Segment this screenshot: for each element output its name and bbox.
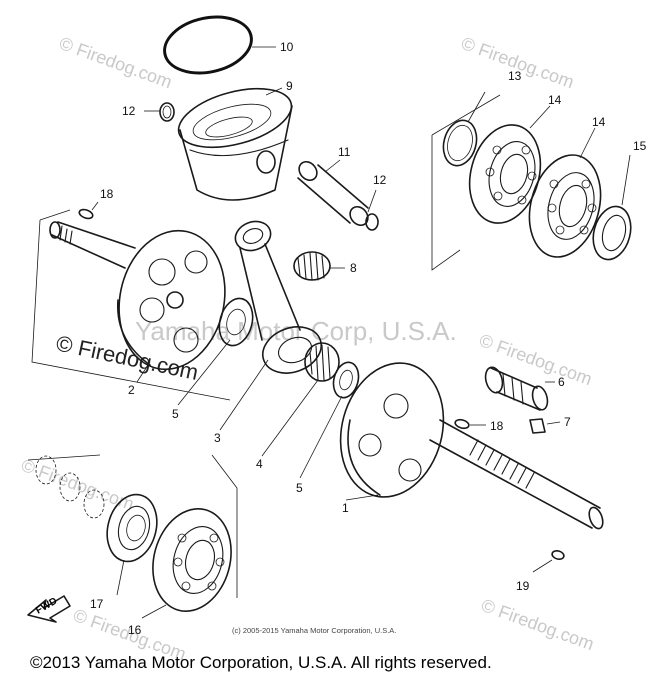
piston-ring bbox=[163, 15, 253, 75]
watermark-text: © Firedog.com bbox=[57, 33, 175, 92]
oil-seal-lower bbox=[106, 493, 158, 563]
callout-label: 10 bbox=[280, 40, 294, 54]
watermark-layer: © Firedog.com © Firedog.com © Firedog.co… bbox=[19, 33, 597, 664]
callout-label: 5 bbox=[172, 407, 179, 421]
assembly-outlines bbox=[27, 94, 501, 598]
watermark-text: © Firedog.com bbox=[459, 33, 577, 92]
forward-arrow-label: FWD bbox=[34, 596, 59, 617]
bearing-upper-a bbox=[468, 124, 542, 224]
big-end-bearing bbox=[304, 342, 340, 382]
callout-label: 6 bbox=[558, 375, 565, 389]
bearing-lower bbox=[152, 508, 232, 612]
crank-left-outline bbox=[31, 219, 231, 401]
oil-seal-upper bbox=[592, 205, 632, 261]
thrust-washer-right bbox=[332, 361, 360, 399]
callout-label: 3 bbox=[214, 431, 221, 445]
callout-label: 17 bbox=[90, 597, 104, 611]
watermark-text: © Firedog.com bbox=[19, 455, 137, 514]
bearing-upper-b bbox=[528, 154, 602, 258]
callout-label: 15 bbox=[633, 139, 647, 153]
bearing-group-outline bbox=[431, 135, 461, 271]
callout-label: 1 bbox=[342, 501, 349, 515]
callout-label: 7 bbox=[564, 415, 571, 429]
callout-label: 18 bbox=[490, 419, 504, 433]
callout-label: 2 bbox=[128, 383, 135, 397]
footer-copyright: ©2013 Yamaha Motor Corporation, U.S.A. A… bbox=[30, 653, 492, 672]
forward-arrow-icon: FWD bbox=[27, 595, 71, 623]
leader-lines bbox=[91, 46, 631, 619]
crank-wheel-left bbox=[49, 221, 226, 371]
watermark-text: © Firedog.com bbox=[479, 595, 597, 654]
callout-label: 19 bbox=[516, 579, 530, 593]
inner-copyright: (c) 2005-2015 Yamaha Motor Corporation, … bbox=[232, 626, 396, 635]
watermark-text: © Firedog.com bbox=[477, 330, 595, 389]
callout-label: 12 bbox=[373, 173, 387, 187]
callout-label: 5 bbox=[296, 481, 303, 495]
callout-label: 4 bbox=[256, 457, 263, 471]
callout-label: 12 bbox=[122, 104, 136, 118]
callout-label: 13 bbox=[508, 69, 522, 83]
piston-pin-clip-left bbox=[159, 102, 175, 122]
woodruff-key-right bbox=[454, 418, 470, 430]
crank-pin bbox=[484, 366, 549, 411]
lower-shim-stack bbox=[35, 455, 105, 519]
callout-label: 9 bbox=[286, 79, 293, 93]
callout-label: 14 bbox=[548, 93, 562, 107]
lower-bearing-outline bbox=[211, 454, 238, 598]
small-end-bearing bbox=[293, 251, 331, 281]
piston-pin bbox=[297, 160, 369, 227]
callout-label: 8 bbox=[350, 261, 357, 275]
callout-label: 11 bbox=[338, 145, 351, 159]
pin-key bbox=[529, 418, 546, 434]
callout-labels: 10 9 12 11 12 8 18 2 5 3 4 5 1 6 7 18 19… bbox=[90, 40, 647, 637]
callout-label: 16 bbox=[128, 623, 142, 637]
connecting-rod bbox=[234, 220, 322, 374]
woodruff-key-left bbox=[78, 208, 94, 220]
shim-washer bbox=[442, 119, 478, 167]
woodruff-key-output bbox=[551, 550, 565, 560]
callout-label: 18 bbox=[100, 187, 114, 201]
callout-label: 14 bbox=[592, 115, 606, 129]
piston-pin-clip-right bbox=[365, 213, 379, 231]
piston bbox=[177, 87, 293, 201]
